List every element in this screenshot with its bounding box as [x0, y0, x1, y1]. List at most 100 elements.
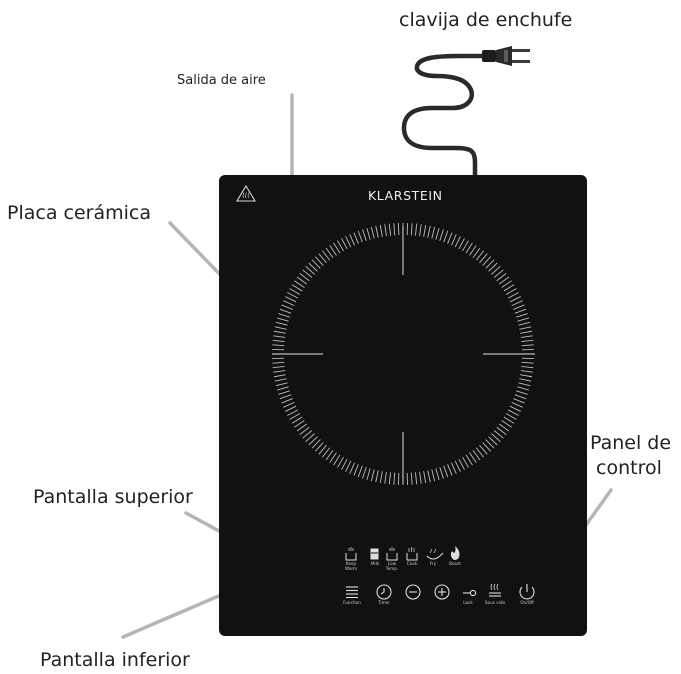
- zone-tick: [278, 313, 290, 318]
- zone-tick: [276, 317, 289, 322]
- zone-tick: [294, 280, 305, 288]
- zone-tick: [384, 471, 387, 484]
- zone-tick: [311, 259, 321, 269]
- zone-tick: [345, 460, 352, 472]
- zone-tick: [333, 242, 341, 254]
- fry-label: Fry: [429, 561, 437, 566]
- zone-tick: [287, 409, 299, 416]
- milk-icon[interactable]: [370, 548, 379, 560]
- zone-tick: [281, 398, 293, 404]
- zone-tick: [273, 330, 286, 334]
- control-panel-label-line2: control: [596, 457, 662, 479]
- zone-tick: [366, 468, 371, 481]
- zone-tick: [469, 245, 477, 256]
- zone-tick: [321, 447, 331, 458]
- zone-tick: [503, 284, 515, 292]
- zone-tick: [517, 317, 530, 322]
- zone-tick: [493, 269, 504, 278]
- keep-warm-icon[interactable]: [345, 547, 357, 561]
- zone-tick: [443, 465, 449, 478]
- zone-tick: [488, 436, 498, 446]
- air-outlet-label: Salida de aire: [177, 73, 266, 88]
- zone-tick: [431, 469, 436, 482]
- zone-tick: [419, 224, 422, 237]
- zone-tick: [296, 423, 307, 432]
- zone-tick: [276, 386, 289, 391]
- zone-tick: [274, 378, 287, 382]
- brand-logo: KLARSTEIN: [368, 188, 443, 203]
- zone-tick: [278, 390, 290, 395]
- zone-tick: [345, 236, 352, 248]
- zone-tick: [349, 462, 356, 474]
- minus-icon[interactable]: [405, 584, 421, 600]
- zone-tick: [388, 223, 392, 236]
- milk-label: Milk: [370, 561, 380, 566]
- zone-tick: [353, 232, 359, 244]
- zone-tick: [318, 444, 327, 455]
- zone-tick: [520, 330, 533, 334]
- zone-tick: [305, 433, 315, 442]
- zone-tick: [289, 413, 301, 420]
- upper-display-label: Pantalla superior: [33, 486, 193, 508]
- zone-tick: [443, 230, 449, 243]
- zone-tick: [370, 469, 375, 482]
- timer-icon[interactable]: [376, 584, 392, 600]
- zone-tick: [305, 266, 315, 275]
- zone-tick: [279, 308, 292, 314]
- zone-tick: [475, 250, 485, 261]
- zone-tick: [273, 370, 286, 373]
- zone-tick: [272, 339, 285, 343]
- function-label: Function: [343, 600, 361, 605]
- zone-tick: [469, 452, 477, 463]
- zone-tick: [521, 344, 534, 347]
- mode-button-row: [345, 546, 460, 561]
- cook-icon[interactable]: [406, 547, 418, 561]
- power-icon[interactable]: [519, 584, 535, 600]
- zone-tick: [384, 224, 387, 237]
- zone-tick: [496, 272, 507, 282]
- zone-tick: [454, 460, 461, 472]
- zone-tick: [521, 365, 534, 369]
- low-temp-icon[interactable]: [386, 547, 398, 561]
- zone-tick: [427, 225, 431, 238]
- cooktop-body: [219, 175, 587, 636]
- fry-icon[interactable]: [426, 548, 444, 560]
- zone-tick: [521, 361, 534, 364]
- zone-tick: [511, 401, 523, 408]
- zone-tick: [465, 454, 473, 466]
- zone-tick: [279, 394, 292, 400]
- zone-tick: [447, 464, 453, 476]
- sous-vide-icon[interactable]: [489, 583, 501, 597]
- lock-icon[interactable]: [463, 589, 477, 597]
- zone-tick: [379, 471, 383, 484]
- boost-icon[interactable]: [450, 546, 460, 560]
- zone-tick: [507, 409, 519, 416]
- zone-tick: [454, 236, 461, 248]
- zone-tick: [285, 296, 297, 303]
- zone-tick: [302, 430, 313, 439]
- zone-tick: [520, 335, 533, 338]
- lower-display-label: Pantalla inferior: [40, 649, 190, 671]
- zone-tick: [516, 313, 528, 318]
- zone-tick: [427, 470, 431, 483]
- zone-tick: [283, 300, 295, 307]
- function-icon[interactable]: [346, 586, 358, 599]
- zone-tick: [439, 467, 444, 479]
- zone-tick: [435, 468, 440, 481]
- zone-tick: [275, 321, 288, 326]
- zone-tick: [485, 439, 495, 449]
- zone-tick: [501, 280, 512, 288]
- zone-tick: [291, 416, 303, 424]
- zone-tick: [321, 250, 331, 261]
- zone-tick: [289, 288, 301, 295]
- plug-label: clavija de enchufe: [399, 9, 573, 31]
- zone-tick: [509, 296, 521, 303]
- zone-tick: [521, 339, 534, 343]
- plus-icon[interactable]: [434, 584, 450, 600]
- zone-tick: [291, 284, 303, 292]
- zone-tick: [431, 226, 436, 239]
- zone-tick: [482, 442, 491, 452]
- zone-tick: [341, 238, 348, 250]
- zone-tick: [462, 456, 469, 468]
